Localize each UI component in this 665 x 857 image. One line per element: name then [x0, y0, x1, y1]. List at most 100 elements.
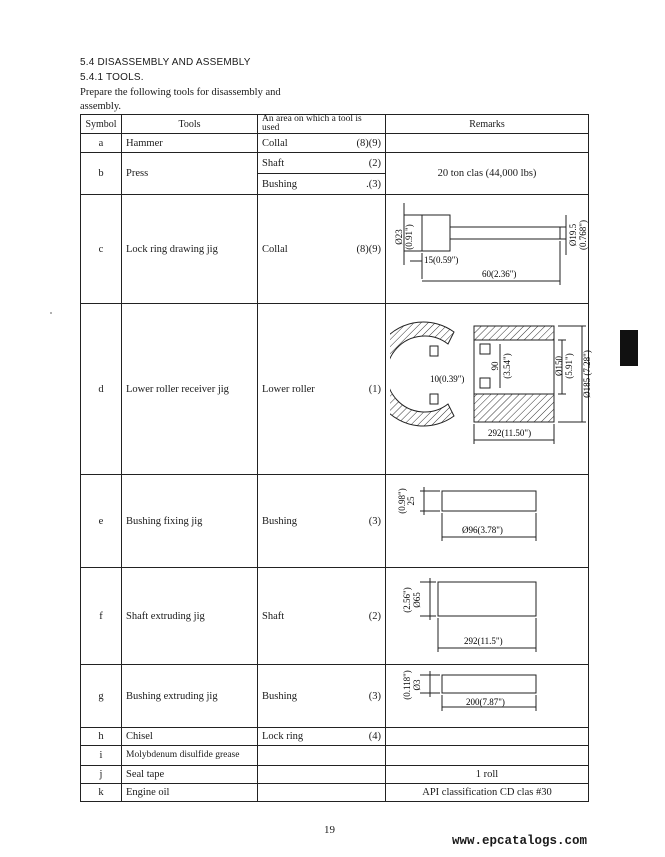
shaft-extruding-jig-drawing: Ø65 (2.56") 292(11.5") [402, 578, 537, 652]
row-remark [385, 133, 589, 153]
dim-length-292: 292(11.5") [464, 636, 503, 646]
row-symbol: i [80, 745, 122, 766]
row-tool: Hammer [121, 133, 258, 153]
area-name: Bushing [262, 515, 298, 527]
header-tools: Tools [121, 114, 258, 134]
dim-diameter-96: Ø96(3.78") [462, 525, 503, 535]
dim-diameter-150-inch: (5.91") [564, 353, 574, 378]
area-name: Lock ring [262, 731, 304, 742]
row-tool: Molybdenum disulfide grease [121, 745, 258, 766]
dim-diameter-19-5: Ø19.5 [568, 223, 578, 246]
table-row: e Bushing fixing jig Bushing(3) 25 (0.98… [80, 474, 589, 568]
row-area: Bushing (3) [257, 664, 386, 728]
area-ref: (3) [368, 690, 381, 702]
row-remark: API classification CD clas #30 [385, 783, 589, 802]
dim-length-292: 292(11.50") [488, 428, 531, 438]
area-ref: .(3) [366, 178, 381, 190]
row-symbol: b [80, 152, 122, 195]
area-name: Shaft [262, 610, 285, 622]
table-row: g Bushing extruding jig Bushing(3) Ø3 (0… [80, 664, 589, 728]
row-tool: Lower roller receiver jig [121, 303, 258, 475]
scan-speck [50, 312, 52, 314]
table-row: d Lower roller receiver jig Lower roller… [80, 303, 592, 475]
row-area: Bushing (3) [257, 474, 386, 568]
header-symbol: Symbol [80, 114, 122, 134]
table-row: k Engine oil API classification CD clas … [80, 783, 589, 802]
drawing-bushing-extruding-jig: Ø3 (0.118") 200(7.87") [385, 664, 589, 728]
row-symbol: g [80, 664, 122, 728]
area-ref: (4) [368, 731, 381, 742]
row-symbol: a [80, 133, 122, 153]
row-remark: 1 roll [385, 765, 589, 784]
roller-receiver-jig-drawing: 10(0.39") 90 (3.54") Ø150 (5.91") Ø185 (… [390, 321, 592, 444]
table-row: h Chisel Lock ring(4) [80, 727, 589, 746]
row-tool: Shaft extruding jig [121, 567, 258, 665]
table-row: b Press Shaft(2) 20 ton clas (44,000 lbs… [80, 152, 589, 195]
row-area: Lock ring (4) [257, 727, 386, 746]
row-area: Shaft(2) [257, 152, 386, 174]
subsection-heading: 5.4.1 TOOLS. [80, 72, 144, 83]
intro-line-2: assembly. [80, 101, 122, 112]
drawing-bushing-fixing-jig: 25 (0.98") Ø96(3.78") [385, 474, 589, 568]
tools-table: Symbol Tools An area on which a tool is … [80, 114, 592, 802]
drawing-lock-ring-jig: Ø23 (0.91") Ø19.5 (0.768") 15(0.59") 60(… [385, 194, 589, 304]
dim-90: 90 [490, 361, 500, 371]
area-ref: (2) [368, 610, 381, 622]
lock-ring-jig-drawing: Ø23 (0.91") Ø19.5 (0.768") 15(0.59") 60(… [394, 203, 588, 285]
dim-height-25: 25 [406, 496, 416, 506]
table-row: i Molybdenum disulfide grease [80, 745, 589, 766]
dim-diameter-3: Ø3 [412, 679, 422, 690]
page-number: 19 [324, 824, 335, 836]
row-remark [385, 727, 589, 746]
drawing-shaft-extruding-jig: Ø65 (2.56") 292(11.5") [385, 567, 589, 665]
row-symbol: f [80, 567, 122, 665]
row-symbol: k [80, 783, 122, 802]
table-row: j Seal tape 1 roll [80, 765, 589, 784]
header-area: An area on which a tool is used [257, 114, 386, 134]
row-symbol: d [80, 303, 122, 475]
area-name: Bushing [262, 178, 298, 190]
row-area [257, 783, 386, 802]
table-row: a Hammer Collal (8)(9) [80, 133, 589, 153]
area-ref: (3) [368, 515, 381, 527]
dim-diameter-23-inch: (0.91") [404, 224, 414, 249]
dim-offset-10: 10(0.39") [430, 374, 464, 384]
area-name: Lower roller [262, 383, 315, 395]
dim-diameter-150: Ø150 [554, 356, 564, 376]
table-row: f Shaft extruding jig Shaft (2) Ø65 (2.56… [80, 567, 589, 665]
dim-length-15: 15(0.59") [424, 255, 458, 265]
section-heading: 5.4 DISASSEMBLY AND ASSEMBLY [80, 57, 251, 68]
row-area: Lower roller(1) [257, 303, 386, 475]
row-area: Collal (8)(9) [257, 133, 386, 153]
section-tab-marker [620, 330, 638, 366]
row-remark [385, 745, 589, 766]
row-symbol: j [80, 765, 122, 784]
dim-diameter-3-inch: (0.118") [402, 670, 412, 700]
row-symbol: e [80, 474, 122, 568]
row-tool: Lock ring drawing jig [121, 194, 258, 304]
dim-diameter-23: Ø23 [394, 229, 404, 245]
bushing-fixing-jig-drawing: 25 (0.98") Ø96(3.78") [397, 487, 537, 541]
row-tool: Chisel [121, 727, 258, 746]
dim-length-200: 200(7.87") [466, 697, 505, 707]
intro-text: Prepare the following tools for disassem… [80, 86, 380, 114]
dim-diameter-65: Ø65 [412, 592, 422, 608]
row-tool: Seal tape [121, 765, 258, 784]
header-remarks: Remarks [385, 114, 589, 134]
area-ref: (8)(9) [356, 137, 382, 149]
intro-line-1: Prepare the following tools for disassem… [80, 87, 281, 98]
dim-diameter-65-inch: (2.56") [402, 587, 412, 612]
area-name: Bushing [262, 690, 298, 702]
area-ref: (8)(9) [356, 243, 382, 255]
row-area [257, 765, 386, 784]
row-tool: Press [121, 152, 258, 195]
drawing-roller-receiver-jig: 10(0.39") 90 (3.54") Ø150 (5.91") Ø185 (… [385, 303, 592, 475]
table-header-row: Symbol Tools An area on which a tool is … [80, 114, 589, 134]
website-watermark: www.epcatalogs.com [452, 834, 588, 848]
row-area: Bushing .(3) [257, 173, 386, 195]
dim-length-60: 60(2.36") [482, 269, 516, 279]
bushing-extruding-jig-drawing: Ø3 (0.118") 200(7.87") [402, 670, 537, 711]
area-name: Collal [262, 137, 288, 149]
area-name: Collal [262, 243, 288, 255]
dim-90-inch: (3.54") [502, 353, 512, 378]
